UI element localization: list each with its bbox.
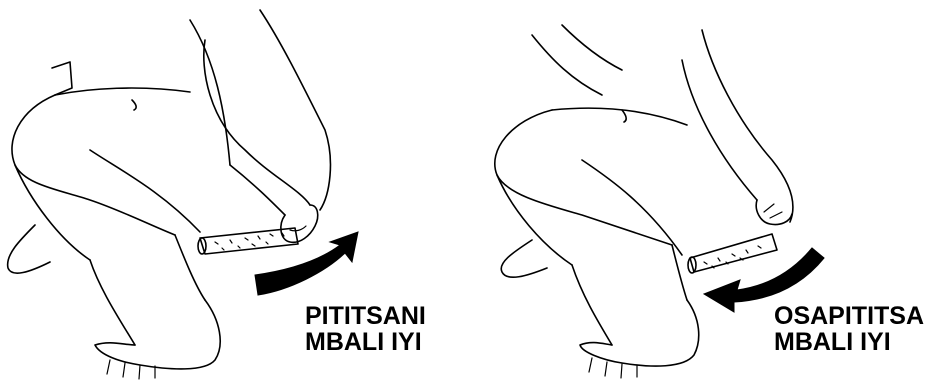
arrow-right-icon (255, 232, 358, 295)
caption-line-2: MBALI IYI (774, 329, 924, 355)
illustration-panel-correct: PITITSANI MBALI IYI (0, 0, 472, 384)
caption-incorrect: OSAPITITSA MBALI IYI (774, 303, 924, 355)
illustration-panel-incorrect: OSAPITITSA MBALI IYI (472, 0, 944, 384)
caption-line-2: MBALI IYI (305, 329, 426, 355)
caption-line-1: OSAPITITSA (774, 303, 924, 329)
caption-line-1: PITITSANI (305, 303, 426, 329)
caption-correct: PITITSANI MBALI IYI (305, 303, 426, 355)
